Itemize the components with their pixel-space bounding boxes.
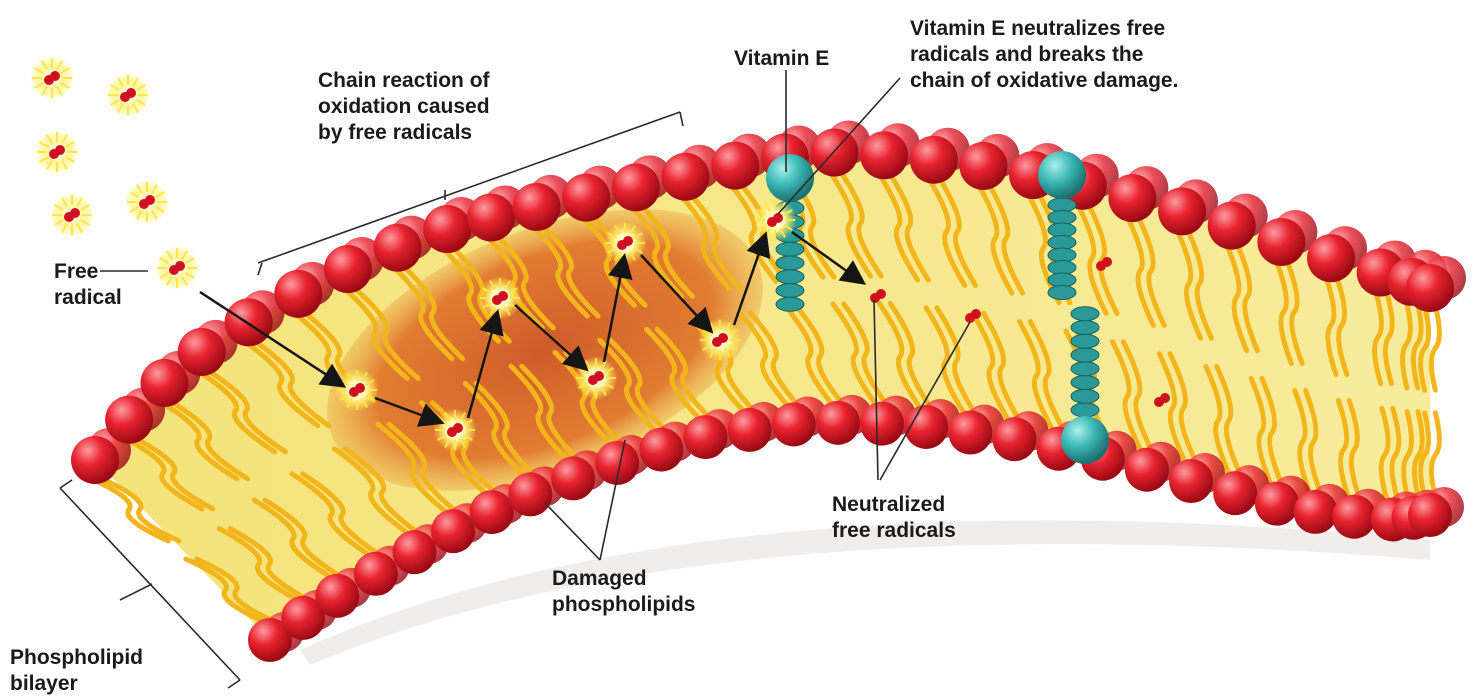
phospholipid-head-icon bbox=[508, 472, 552, 516]
phospholipid-head-icon bbox=[1406, 264, 1454, 312]
phospholipid-head-icon bbox=[1408, 493, 1452, 537]
phospholipid-head-icon bbox=[392, 530, 436, 574]
phospholipid-head-icon bbox=[1255, 482, 1299, 526]
phospholipid-head-icon bbox=[551, 456, 595, 500]
phospholipid-head-icon bbox=[662, 153, 710, 201]
phospholipid-head-icon bbox=[1307, 234, 1355, 282]
phospholipid-head-icon bbox=[684, 415, 728, 459]
phospholipid-head-icon bbox=[423, 205, 471, 253]
phospholipid-head-icon bbox=[860, 131, 908, 179]
label-vitamin-e: Vitamin E bbox=[734, 46, 829, 72]
phospholipid-head-icon bbox=[140, 359, 188, 407]
phospholipid-head-icon bbox=[1108, 174, 1156, 222]
free-radical-icon bbox=[155, 246, 199, 290]
phospholipid-head-icon bbox=[728, 408, 772, 452]
phospholipid-head-icon bbox=[467, 193, 515, 241]
phospholipid-head-icon bbox=[315, 574, 359, 618]
free-radical-icon bbox=[478, 276, 522, 320]
phospholipid-head-icon bbox=[562, 174, 610, 222]
phospholipid-head-icon bbox=[225, 298, 273, 346]
callout-line bbox=[545, 503, 600, 560]
free-radical-icon bbox=[433, 408, 477, 452]
callout-line bbox=[258, 263, 262, 275]
phospholipid-head-icon bbox=[1208, 202, 1256, 250]
phospholipid-head-icon bbox=[1294, 490, 1338, 534]
lipid-tail bbox=[1431, 413, 1439, 497]
phospholipid-head-icon bbox=[274, 270, 322, 318]
label-neutralized-radicals: Neutralizedfree radicals bbox=[832, 492, 956, 544]
phospholipid-head-icon bbox=[772, 402, 816, 446]
free-radical-icon bbox=[30, 56, 74, 100]
free-radical-icon bbox=[50, 193, 94, 237]
phospholipid-head-icon bbox=[470, 490, 514, 534]
phospholipid-head-icon bbox=[992, 417, 1036, 461]
phospholipid-head-icon bbox=[354, 552, 398, 596]
phospholipid-head-icon bbox=[639, 428, 683, 472]
phospholipid-head-icon bbox=[948, 411, 992, 455]
phospholipid-head-icon bbox=[105, 396, 153, 444]
phospholipid-head-icon bbox=[1158, 187, 1206, 235]
phospholipid-head-icon bbox=[816, 401, 860, 445]
free-radical-icon bbox=[335, 368, 379, 412]
phospholipid-head-icon bbox=[1257, 218, 1305, 266]
label-free-radical: Freeradical bbox=[54, 259, 122, 311]
phospholipid-head-icon bbox=[178, 328, 226, 376]
free-radical-icon bbox=[753, 198, 797, 242]
phospholipid-head-icon bbox=[431, 509, 475, 553]
phospholipid-head-icon bbox=[612, 163, 660, 211]
phospholipid-head-icon bbox=[71, 436, 119, 484]
callout-line bbox=[60, 480, 72, 488]
label-vitamin-e-action: Vitamin E neutralizes freeradicals and b… bbox=[910, 16, 1178, 94]
phospholipid-head-icon bbox=[513, 183, 561, 231]
free-radical-icon bbox=[125, 180, 169, 224]
free-radical-icon bbox=[35, 130, 79, 174]
phospholipid-head-icon bbox=[1169, 459, 1213, 503]
phospholipid-head-icon bbox=[860, 402, 904, 446]
phospholipid-head-icon bbox=[324, 245, 372, 293]
lipid-tail bbox=[1431, 306, 1439, 390]
phospholipid-head-icon bbox=[711, 142, 759, 190]
phospholipid-head-icon bbox=[1125, 448, 1169, 492]
callout-line bbox=[680, 112, 683, 126]
phospholipid-head-icon bbox=[1213, 471, 1257, 515]
label-chain-reaction: Chain reaction ofoxidation causedby free… bbox=[318, 68, 490, 146]
phospholipid-head-icon bbox=[910, 136, 958, 184]
callout-line bbox=[120, 584, 152, 600]
free-radical-icon bbox=[106, 73, 150, 117]
callout-line bbox=[228, 680, 240, 688]
phospholipid-head-icon bbox=[959, 142, 1007, 190]
label-damaged-phospholipids: Damagedphospholipids bbox=[552, 566, 695, 618]
label-phospholipid-bilayer: Phospholipidbilayer bbox=[10, 645, 143, 696]
phospholipid-head-icon bbox=[374, 224, 422, 272]
phospholipid-head-icon bbox=[1332, 495, 1376, 539]
